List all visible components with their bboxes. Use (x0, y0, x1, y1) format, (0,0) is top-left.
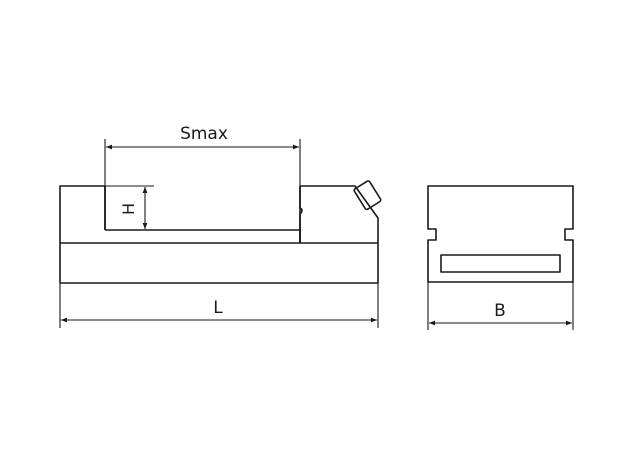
front-view-outline (427, 185, 574, 283)
smax-label: Smax (180, 124, 228, 144)
base-rail (59, 242, 379, 284)
movable-jaw (299, 185, 379, 243)
dimension-lines (59, 139, 574, 330)
h-label: H (119, 203, 138, 215)
l-label: L (213, 298, 223, 318)
b-label: B (494, 301, 506, 321)
front-view (427, 185, 574, 283)
front-view-slot (440, 254, 561, 273)
side-view (59, 180, 382, 284)
movable-jaw-face-notch (299, 186, 303, 243)
slide-surface (105, 229, 301, 243)
fixed-jaw (59, 185, 106, 243)
screw-knob (353, 180, 382, 211)
